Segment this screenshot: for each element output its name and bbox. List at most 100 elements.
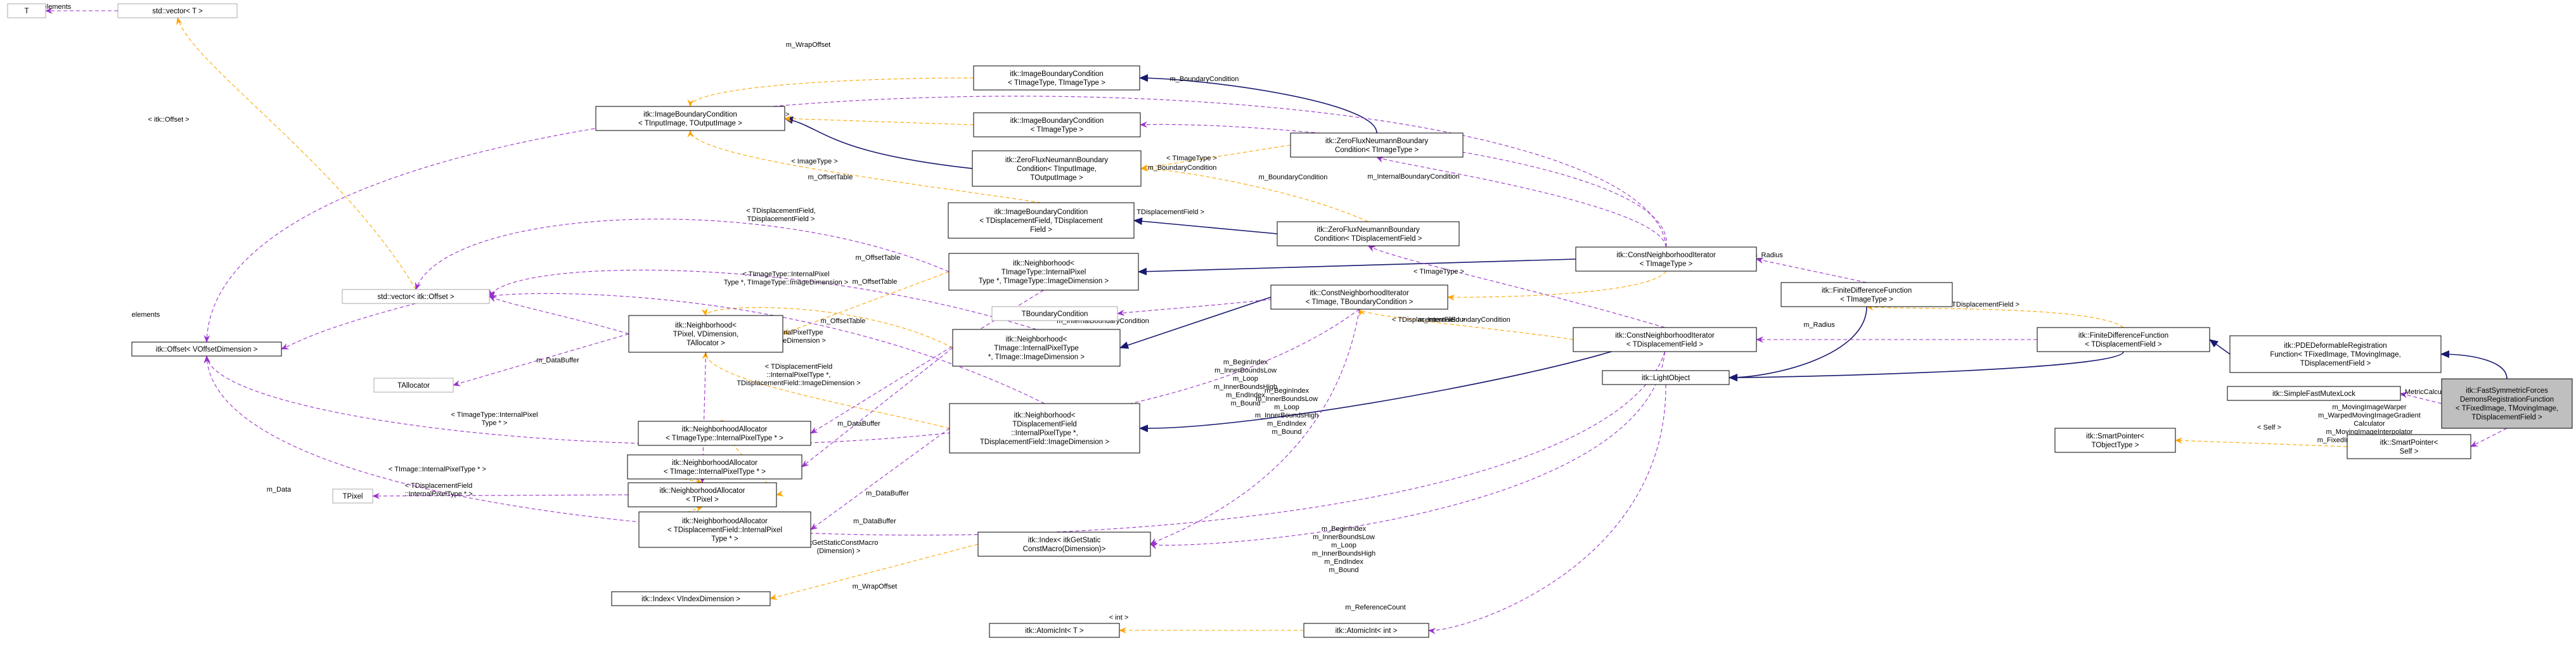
class-node-nb-image[interactable]: itk::Neighborhood<TImage::InternalPixelT…	[952, 329, 1121, 367]
class-name-line: < TFixedImage, TMovingImage,	[2456, 405, 2558, 412]
class-node-pde-deform[interactable]: itk::PDEDeformableRegistrationFunction< …	[2229, 335, 2442, 373]
class-name-line: < TDisplacementField >	[1626, 341, 1704, 348]
class-name-line: itk::FastSymmetricForces	[2466, 387, 2548, 395]
class-name-line: Self >	[2400, 448, 2419, 456]
usage-edge	[281, 303, 416, 350]
class-name-line: itk::ConstNeighborhoodIterator	[1616, 252, 1716, 259]
edge-label-timage-intpix-star: < TImage::InternalPixelType * >	[389, 466, 486, 473]
class-name-line: itk::AtomicInt< T >	[1025, 627, 1084, 635]
class-name-line: TAllocator	[397, 382, 430, 390]
class-node-atomic-int-int[interactable]: itk::AtomicInt< int >	[1303, 623, 1429, 638]
class-box	[2037, 327, 2210, 352]
edge-label-elements-top: elements	[43, 3, 72, 11]
class-node-light-object[interactable]: itk::LightObject	[1602, 370, 1730, 385]
class-name-line: itk::SmartPointer<	[2086, 433, 2144, 440]
class-box	[949, 403, 1140, 454]
class-node-img-bound-cond-i-o[interactable]: itk::ImageBoundaryCondition< TInputImage…	[595, 106, 785, 131]
edge-label-tdispfield-1: < TDisplacementField >	[1131, 208, 1204, 216]
class-node-img-bound-cond-disp[interactable]: itk::ImageBoundaryCondition< TDisplaceme…	[948, 202, 1135, 239]
class-name-line: < TImageType >	[1031, 126, 1084, 134]
class-name-line: TAllocator >	[686, 340, 725, 347]
edge-label-radius-2: m_Radius	[1803, 321, 1835, 329]
class-box	[627, 454, 802, 480]
template-edge	[687, 130, 1041, 203]
class-node-const-nb-iter-img-b-c[interactable]: itk::ConstNeighborhoodIterator< TImage, …	[1270, 284, 1448, 310]
class-node-atomic-int-t[interactable]: itk::AtomicInt< T >	[989, 623, 1120, 638]
class-name-line: ConstMacro(Dimension)>	[1023, 545, 1106, 553]
template-edge	[1866, 304, 2124, 328]
class-name-line: < TImage::InternalPixelType * >	[664, 468, 766, 476]
class-name-line: itk::ZeroFluxNeumannBoundary	[1005, 156, 1109, 164]
class-box	[2054, 428, 2176, 453]
inheritance-edge	[2209, 339, 2231, 355]
class-name-line: TDisplacementField >	[2471, 414, 2542, 421]
class-node-stdvec-offset[interactable]: std::vector< itk::Offset >	[342, 289, 490, 304]
class-node-smart-ptr-self[interactable]: itk::SmartPointer<Self >	[2347, 434, 2471, 459]
usage-edge	[489, 269, 1037, 330]
class-node-stdvec-t[interactable]: std::vector< T >	[117, 3, 238, 18]
class-node-const-nb-iter-disp[interactable]: itk::ConstNeighborhoodIterator< TDisplac…	[1573, 327, 1757, 352]
class-node--t-boundary-condition[interactable]: TBoundaryCondition	[991, 306, 1118, 321]
class-name-line: itk::ZeroFluxNeumannBoundary	[1325, 137, 1429, 145]
edge-label-int-templ: < int >	[1109, 614, 1129, 621]
inheritance-edge	[1729, 306, 1867, 381]
class-box	[973, 65, 1140, 91]
class-node--t-allocator[interactable]: TAllocator	[373, 378, 454, 393]
class-name-line: Function< TFixedImage, TMovingImage,	[2270, 351, 2400, 359]
class-node-fin-diff-disp[interactable]: itk::FiniteDifferenceFunction< TDisplace…	[2037, 327, 2210, 352]
class-node-nb-alloc-img-pix[interactable]: itk::NeighborhoodAllocator< TImageType::…	[638, 421, 811, 446]
class-box	[2441, 378, 2573, 429]
class-name-line: itk::Neighborhood<	[1014, 412, 1076, 419]
class-node-nb-alloc-t-pixel[interactable]: itk::NeighborhoodAllocator< TPixel >	[628, 482, 777, 507]
edge-label-imgtype-single: < ImageType >	[791, 158, 837, 165]
class-node-simple-mutex[interactable]: itk::SimpleFastMutexLock	[2227, 386, 2401, 401]
edge-label-boundary-cond-mid: m_BoundaryCondition	[1148, 164, 1217, 172]
usage-edge	[810, 428, 950, 530]
class-name-line: itk::ImageBoundaryCondition	[1010, 117, 1104, 125]
usage-edge	[1376, 156, 1667, 248]
class-name-line: < TInputImage, TOutputImage >	[638, 120, 742, 127]
class-node-nb-img-type[interactable]: itk::Neighborhood<TImageType::InternalPi…	[948, 253, 1139, 291]
edge-label-internal-bc-1: m_InternalBoundaryCondition	[1367, 173, 1460, 181]
class-node--t[interactable]: T	[7, 3, 46, 18]
edge-label-refcount: m_ReferenceCount	[1345, 604, 1405, 611]
edge-label-offsettable-3: m_OffsetTable	[853, 278, 898, 286]
edge-label-getstatic: < itkGetStaticConstMacro(Dimension) >	[799, 539, 878, 555]
edge-label-data-buffer-1: m_DataBuffer	[536, 357, 579, 364]
class-name-line: TDisplacementField	[1012, 421, 1077, 428]
template-edge	[782, 271, 950, 335]
class-box	[952, 329, 1121, 367]
class-name-line: Field >	[1030, 226, 1052, 234]
class-node-const-nb-iter-t[interactable]: itk::ConstNeighborhoodIterator< TImageTy…	[1575, 246, 1757, 272]
class-node-offset-v-o-d[interactable]: itk::Offset< VOffsetDimension >	[131, 341, 282, 357]
class-box	[628, 315, 783, 353]
edge-label-data-buffer-3: m_DataBuffer	[866, 490, 909, 497]
class-node-nb-alloc-disp[interactable]: itk::NeighborhoodAllocator< TDisplacemen…	[638, 511, 811, 548]
class-name-line: < TImageType::InternalPixelType * >	[666, 435, 783, 442]
class-node-smart-ptr-t-obj[interactable]: itk::SmartPointer<TObjectType >	[2054, 428, 2176, 453]
class-node-nb-alloc-img-pix2[interactable]: itk::NeighborhoodAllocator< TImage::Inte…	[627, 454, 802, 480]
class-node-fin-diff-t[interactable]: itk::FiniteDifferenceFunction< TImageTyp…	[1781, 282, 1953, 307]
class-node-img-bound-cond-t[interactable]: itk::ImageBoundaryCondition< TImageType …	[973, 112, 1141, 137]
class-node-neighborhood-t-pixel[interactable]: itk::Neighborhood<TPixel, VDimension,TAl…	[628, 315, 783, 353]
class-node-index-v-index[interactable]: itk::Index< VIndexDimension >	[611, 591, 771, 606]
class-node-index-get-static[interactable]: itk::Index< itkGetStaticConstMacro(Dimen…	[977, 532, 1151, 557]
class-node-nb-disp[interactable]: itk::Neighborhood<TDisplacementField::In…	[949, 403, 1140, 454]
class-name-line: < TImage, TBoundaryCondition >	[1306, 298, 1414, 306]
edge-label-offsettable-1: m_OffsetTable	[808, 174, 853, 181]
class-node--t-pixel[interactable]: TPixel	[332, 488, 373, 504]
class-name-line: std::vector< itk::Offset >	[377, 293, 454, 301]
class-name-line: TImage::InternalPixelType	[994, 345, 1079, 352]
class-name-line: itk::PDEDeformableRegistration	[2284, 342, 2386, 350]
class-name-line: < TDisplacementField, TDisplacement	[979, 217, 1103, 225]
class-node-img-bound-cond-t-t[interactable]: itk::ImageBoundaryCondition< TImageType,…	[973, 65, 1140, 91]
template-edge	[2175, 437, 2348, 447]
template-edge	[784, 115, 974, 125]
class-box	[595, 106, 785, 131]
class-node-fast-sym[interactable]: itk::FastSymmetricForcesDemonsRegistrati…	[2441, 378, 2573, 429]
